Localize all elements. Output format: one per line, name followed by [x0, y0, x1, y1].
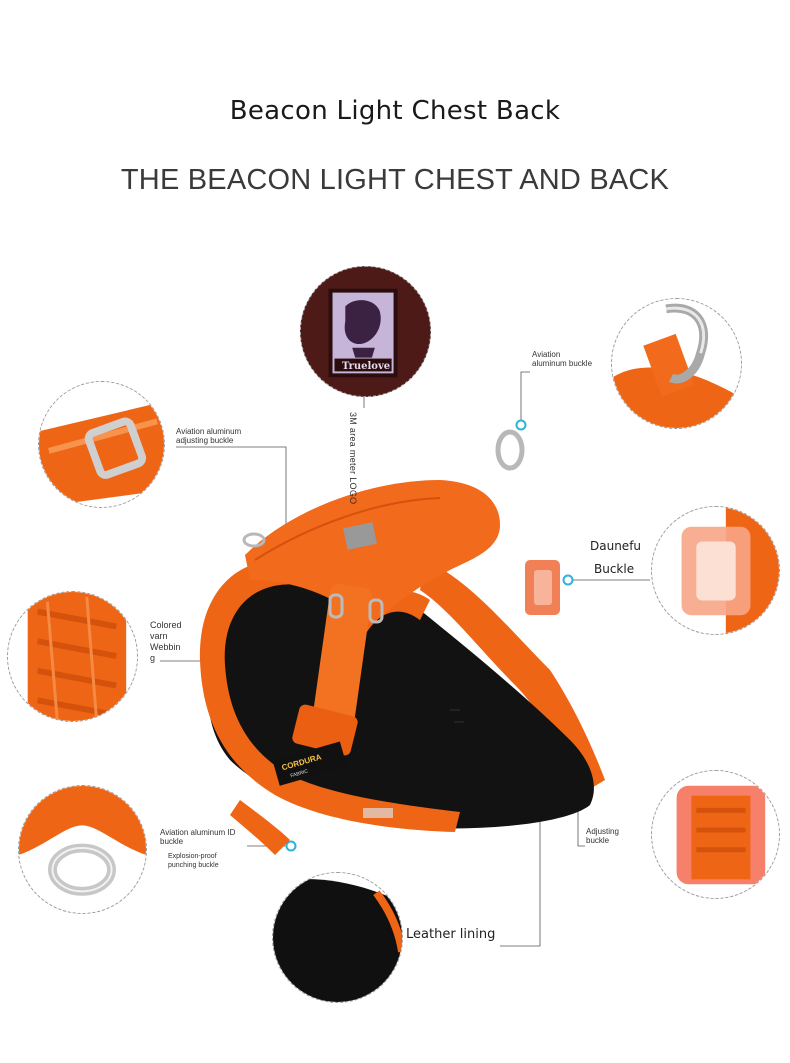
callout-leather-circle: [272, 872, 403, 1003]
callout-adjusting-buckle-circle: [38, 381, 165, 508]
label-leather: Leather lining: [406, 927, 496, 942]
harness-image: CORDURA FABRIC: [170, 410, 630, 880]
callout-webbing-circle: [7, 591, 138, 722]
label-daunefu: Daunefu Buckle: [590, 539, 642, 576]
cordura-sub: FABRIC: [290, 768, 309, 779]
label-aviation-buckle: Aviation aluminum buckle: [532, 350, 593, 368]
callout-aviation-buckle-circle: [611, 298, 742, 429]
callout-adjusting-right-circle: [651, 770, 780, 899]
label-logo: 3M area meter LOGO: [348, 412, 358, 505]
label-adjusting-right: Adjusting buckle: [586, 827, 619, 845]
callout-logo-circle: Truelove: [300, 266, 431, 397]
label-webbing: Colored varn Webbin g: [150, 620, 182, 663]
truelove-logo-text: Truelove: [341, 361, 391, 372]
label-explosion-proof: Explosion-proof punching buckle: [168, 853, 219, 869]
page-title: Beacon Light Chest Back: [229, 96, 561, 126]
callout-daunefu-circle: [651, 506, 780, 635]
page-subtitle: THE BEACON LIGHT CHEST AND BACK: [120, 164, 670, 196]
label-adjusting-buckle: Aviation aluminum adjusting buckle: [176, 427, 242, 445]
label-id-buckle: Aviation aluminum ID buckle: [160, 828, 236, 846]
callout-id-buckle-circle: [18, 785, 147, 914]
